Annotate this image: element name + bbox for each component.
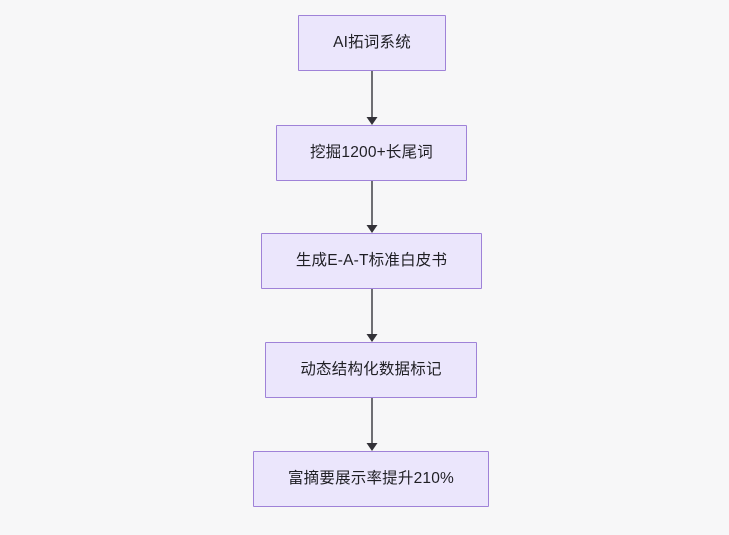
node-label: 挖掘1200+长尾词 <box>309 144 434 162</box>
flowchart-node-1[interactable]: AI拓词系统 <box>298 15 446 71</box>
node-label: 生成E-A-T标准白皮书 <box>295 252 448 270</box>
arrowhead-icon <box>366 334 378 342</box>
edge-n2-n3 <box>366 181 378 233</box>
node-label: AI拓词系统 <box>333 34 411 52</box>
flowchart-node-4[interactable]: 动态结构化数据标记 <box>265 342 477 398</box>
node-label: 动态结构化数据标记 <box>300 361 442 379</box>
arrowhead-icon <box>366 225 378 233</box>
arrowhead-icon <box>366 117 378 125</box>
flowchart-node-3[interactable]: 生成E-A-T标准白皮书 <box>261 233 482 289</box>
flowchart-node-2[interactable]: 挖掘1200+长尾词 <box>276 125 467 181</box>
flowchart-node-5[interactable]: 富摘要展示率提升210% <box>253 451 489 507</box>
arrowhead-icon <box>366 443 378 451</box>
node-label: 富摘要展示率提升210% <box>287 470 455 488</box>
edge-n3-n4 <box>366 289 378 342</box>
edge-n1-n2 <box>366 71 378 125</box>
edge-n4-n5 <box>366 398 378 451</box>
